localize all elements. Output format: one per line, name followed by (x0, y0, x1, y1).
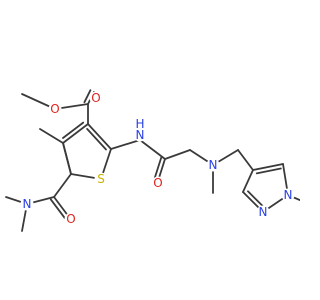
bond (139, 139, 166, 160)
atom-label-background (20, 197, 34, 211)
bond (87, 123, 112, 150)
atom-label-background (256, 205, 270, 219)
atom-label-n: N (284, 188, 293, 202)
atom-label-o: O (66, 212, 75, 226)
bond (62, 121, 85, 139)
atom-label-background (151, 176, 165, 190)
bond (53, 173, 72, 198)
bond (247, 190, 265, 208)
bond (242, 169, 254, 193)
atom-label-n: N (136, 128, 145, 142)
bond (83, 89, 92, 104)
atom-label-n: N (259, 205, 268, 219)
atom-label-background (64, 212, 78, 226)
bond (53, 196, 70, 218)
atom-label-background (48, 102, 62, 116)
bond (86, 128, 107, 151)
bond (153, 156, 163, 181)
atom-label-o: O (91, 91, 100, 105)
atom-label-n: N (23, 197, 32, 211)
atom-label-n: N (209, 158, 218, 172)
bond (110, 139, 141, 150)
atom-label-background (89, 91, 103, 105)
atom-label-background (206, 158, 220, 172)
bond (255, 167, 282, 175)
atom-label-background (94, 172, 108, 186)
atom-label-o: O (50, 102, 59, 116)
bond (237, 149, 254, 171)
atom-label-background (133, 128, 147, 142)
bond (164, 149, 191, 160)
bond (39, 128, 64, 144)
bond (49, 198, 67, 221)
atom-label-o: O (153, 176, 162, 190)
atom-label-s: S (97, 172, 105, 186)
atom-label-h: H (135, 117, 144, 131)
bond (252, 163, 284, 171)
bond (62, 123, 89, 144)
atom-label-background (281, 188, 295, 202)
bond (62, 142, 72, 175)
atom-label-background (133, 117, 147, 131)
